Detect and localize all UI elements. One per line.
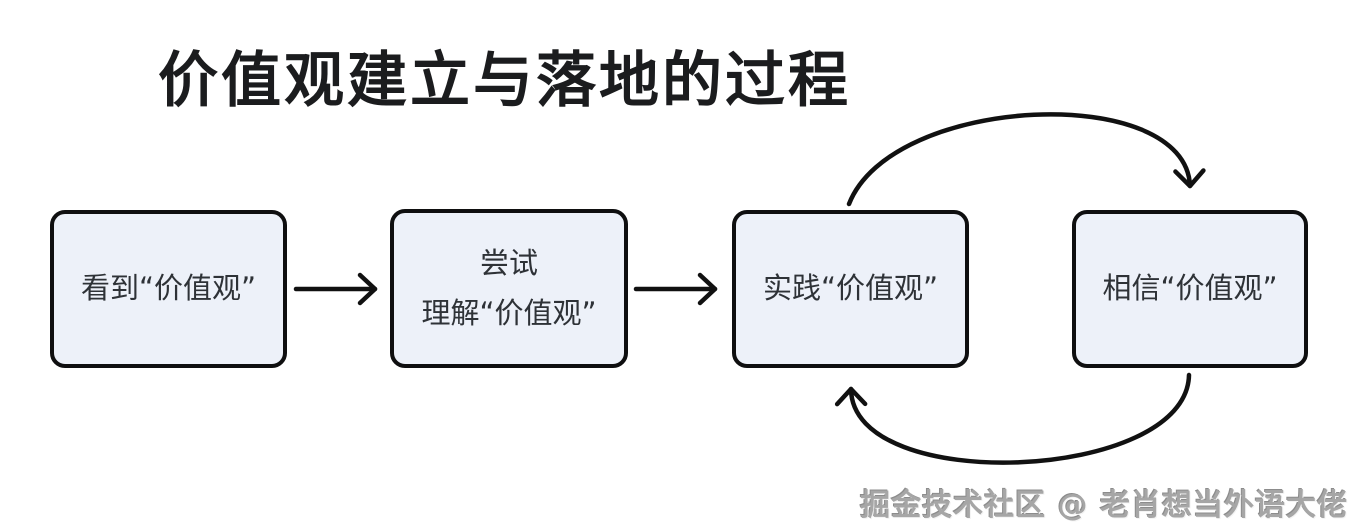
flow-node-try-understand-values: 尝试 理解“价值观”: [390, 209, 628, 368]
flow-node-label-line2: 理解“价值观”: [421, 295, 597, 330]
flow-node-label: 实践“价值观”: [762, 271, 939, 306]
diagram-title: 价值观建立与落地的过程: [158, 46, 851, 116]
flow-node-label-line1: 尝试: [479, 245, 538, 280]
flow-node-label: 看到“价值观”: [80, 271, 257, 306]
flow-node-label: 相信“价值观”: [1102, 271, 1278, 306]
edge-believe-to-practice-bottom-curve-arrow: [834, 372, 1192, 465]
flow-node-believe-values: 相信“价值观”: [1072, 210, 1308, 368]
watermark-credit: 掘金技术社区 @ 老肖想当外语大佬: [860, 488, 1348, 523]
flow-node-practice-values: 实践“价值观”: [732, 210, 969, 368]
flow-node-see-values: 看到“价值观”: [50, 210, 287, 368]
edge-practice-to-believe-top-curve-arrow: [846, 112, 1206, 207]
